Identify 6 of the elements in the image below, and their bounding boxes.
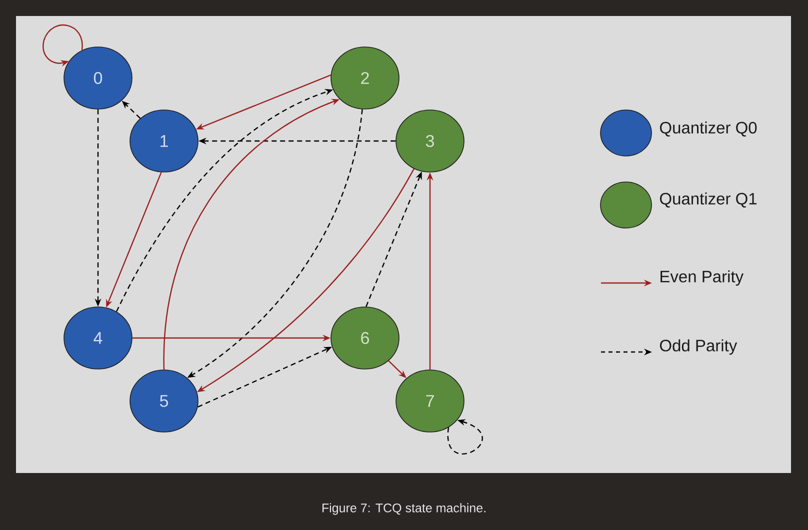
self-loop-arrow — [448, 419, 483, 454]
legend-label: Quantizer Q1 — [660, 192, 757, 208]
legend-label: Even Parity — [660, 270, 744, 286]
legend-label: Quantizer Q0 — [660, 121, 757, 137]
caption: Figure 7: TCQ state machine. — [322, 503, 486, 515]
legend-label: Odd Parity — [660, 339, 738, 355]
